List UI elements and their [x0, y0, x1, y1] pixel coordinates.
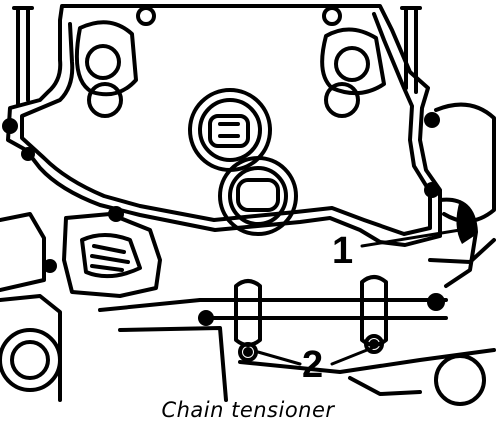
- figure-caption: Chain tensioner: [161, 398, 335, 422]
- leader-line-2b: [330, 346, 374, 366]
- bolt: [198, 310, 214, 326]
- left-vertical-bolt: [12, 6, 34, 106]
- callout-label-2: 2: [302, 344, 324, 386]
- bolt: [243, 347, 253, 357]
- upper-left-boss: [74, 6, 156, 118]
- leader-line-2a: [256, 350, 302, 366]
- bolt: [43, 259, 57, 273]
- right-vertical-bolt: [400, 6, 422, 94]
- upper-right-boss: [320, 6, 386, 118]
- bolt: [427, 293, 445, 311]
- access-port-left: [62, 212, 162, 298]
- bolts: [2, 112, 475, 357]
- lower-block: [0, 212, 496, 406]
- bolt: [369, 339, 379, 349]
- timing-cover-outline: [6, 4, 442, 247]
- leader-line-1: [360, 228, 462, 248]
- bolt: [108, 206, 124, 222]
- bolt: [424, 182, 440, 198]
- sprocket-lower: [218, 156, 298, 236]
- callout-label-1: 1: [332, 230, 354, 272]
- callout-leaders: [256, 228, 462, 366]
- chain-tensioner-assembly: [198, 275, 448, 362]
- bolt: [2, 118, 18, 134]
- bolt: [424, 112, 440, 128]
- bolt: [21, 147, 35, 161]
- tensioner-plunger: [456, 200, 475, 244]
